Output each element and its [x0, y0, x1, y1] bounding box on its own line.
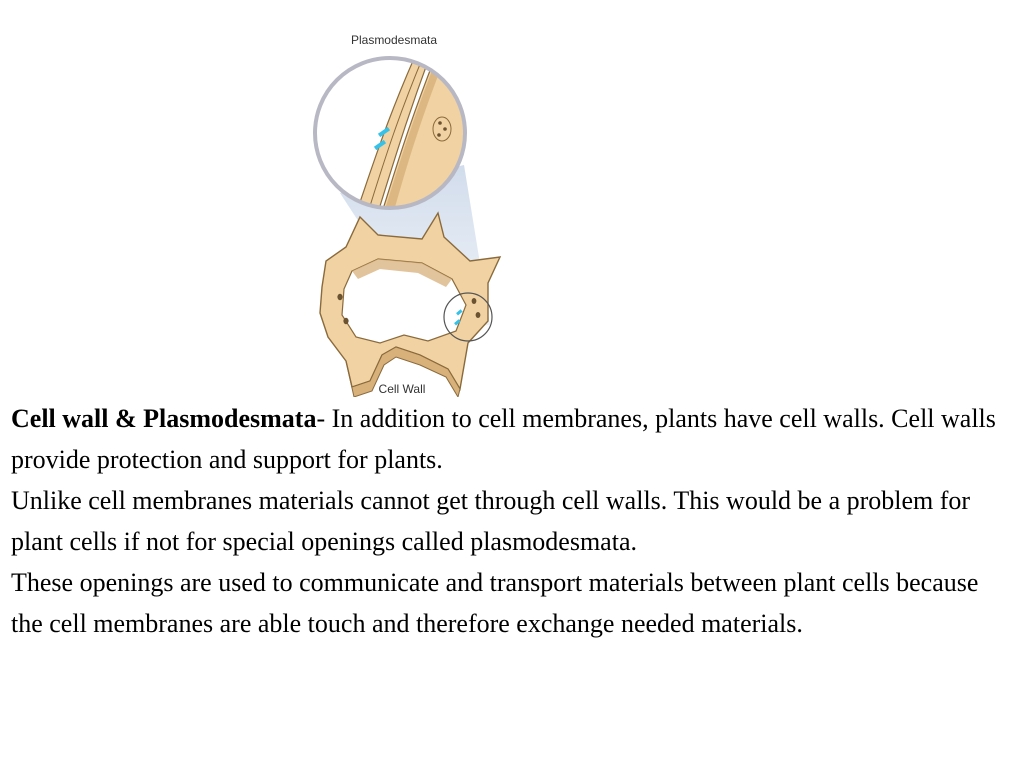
paragraph-openings: These openings are used to communicate a…: [11, 568, 979, 638]
cell-wall-ring: [319, 211, 502, 397]
label-plasmodesmata: Plasmodesmata: [351, 33, 437, 47]
paragraph-intro-rest: - In addition to cell membranes, plants …: [11, 404, 996, 474]
paragraph-unlike: Unlike cell membranes materials cannot g…: [11, 486, 971, 556]
detail-circle: [443, 292, 493, 342]
label-cell-wall: Cell Wall: [379, 382, 426, 396]
paragraph-intro: Cell wall & Plasmodesmata- In addition t…: [11, 398, 1016, 480]
term-heading: Cell wall & Plasmodesmata: [11, 404, 317, 433]
cell-wall-diagram: Plasmodesmata: [300, 25, 540, 397]
magnifier-lens: [313, 56, 467, 210]
description-text: Cell wall & Plasmodesmata- In addition t…: [11, 398, 1016, 644]
cell-wall-illustration: Plasmodesmata: [313, 33, 502, 397]
